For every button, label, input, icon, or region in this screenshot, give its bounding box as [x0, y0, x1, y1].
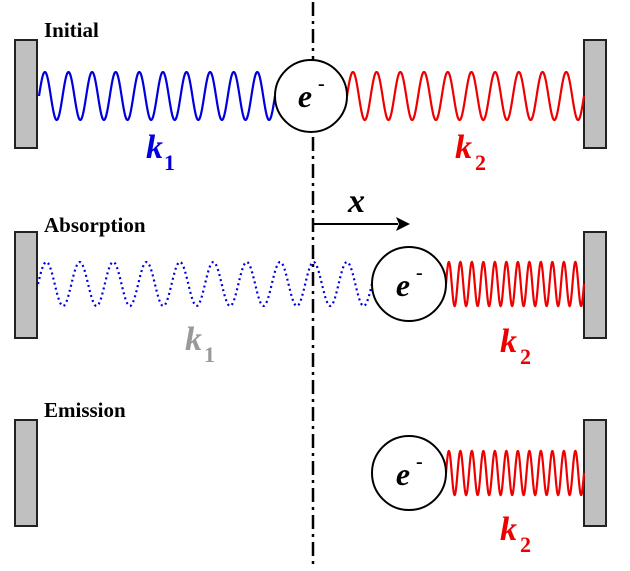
left-wall-emission: [14, 419, 38, 527]
electron-initial: e -: [274, 59, 348, 133]
spring-k2-initial: [345, 70, 586, 122]
panel-label-emission: Emission: [44, 398, 126, 422]
k2-subscript: 2: [520, 532, 531, 557]
k2-letter: k: [500, 511, 517, 548]
k2-subscript: 2: [520, 344, 531, 369]
electron-charge: -: [416, 451, 423, 473]
spring-k2-emission: [444, 449, 586, 497]
k1-letter: k: [146, 129, 163, 166]
right-wall-initial: [583, 39, 607, 149]
electron-symbol: e: [298, 78, 312, 114]
k2-letter: k: [455, 129, 472, 166]
electron-emission: e -: [371, 435, 447, 511]
k2-subscript: 2: [475, 150, 486, 175]
k1-label-absorbed: k 1: [185, 321, 215, 367]
electron-symbol: e: [396, 267, 410, 303]
panel-label-absorption: Absorption: [44, 213, 146, 237]
left-wall-absorption: [14, 231, 38, 339]
k2-label-absorption: k 2: [500, 323, 531, 369]
electron-charge: -: [318, 73, 325, 95]
spring-k1-initial: [37, 70, 277, 122]
electron-charge: -: [416, 262, 423, 284]
electron-absorption: e -: [371, 246, 447, 322]
displacement-label: x: [347, 183, 365, 220]
panel-label-initial: Initial: [44, 18, 99, 42]
spring-k2-absorption: [444, 260, 586, 308]
right-wall-absorption: [583, 231, 607, 339]
displacement-arrow: [313, 217, 410, 231]
k1-label-initial: k 1: [146, 129, 175, 175]
k2-label-emission: k 2: [500, 511, 531, 557]
spring-k1-absorbed: [36, 260, 374, 308]
left-wall-initial: [14, 39, 38, 149]
k1-subscript: 1: [204, 342, 215, 367]
right-wall-emission: [583, 419, 607, 527]
k1-subscript: 1: [164, 150, 175, 175]
k2-label-initial: k 2: [455, 129, 486, 175]
electron-symbol: e: [396, 456, 410, 492]
k1-letter: k: [185, 321, 202, 358]
k2-letter: k: [500, 323, 517, 360]
